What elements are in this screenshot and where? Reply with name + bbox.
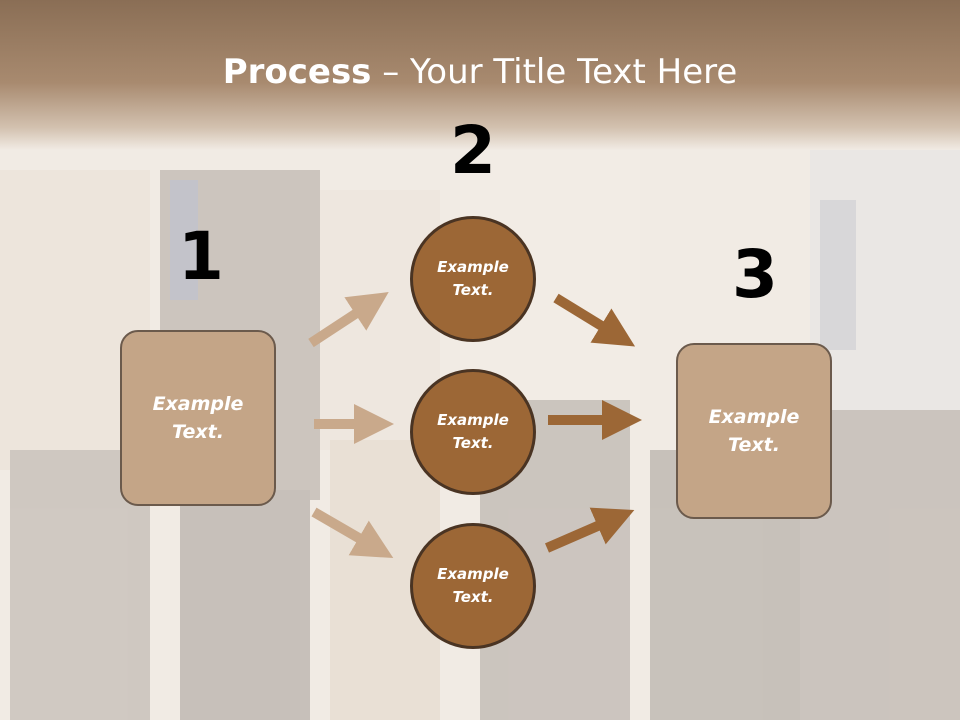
title-rest: – Your Title Text Here xyxy=(371,52,738,92)
circle-3-text-line2: Text. xyxy=(452,588,494,606)
step-3-box-text: Example Text. xyxy=(709,403,800,460)
circle-1[interactable]: Example Text. xyxy=(410,216,536,342)
circle-3-text-line1: Example xyxy=(437,564,509,583)
arrow-circle1-to-box3 xyxy=(553,293,636,347)
step-number-2: 2 xyxy=(450,112,496,189)
step-number-3: 3 xyxy=(732,236,778,313)
page-title: Process – Your Title Text Here xyxy=(0,52,960,92)
step-3-text-line2: Text. xyxy=(728,434,780,456)
step-1-box[interactable]: Example Text. xyxy=(120,330,276,506)
circle-2-text-line2: Text. xyxy=(452,434,494,452)
circle-1-text-line1: Example xyxy=(437,257,509,276)
arrow-box1-to-circle1 xyxy=(308,292,389,348)
step-3-text-line1: Example xyxy=(708,405,800,428)
circle-2[interactable]: Example Text. xyxy=(410,369,536,495)
step-number-1: 1 xyxy=(178,218,224,295)
arrow-box1-to-circle3 xyxy=(311,507,394,559)
circle-1-text: Example Text. xyxy=(437,256,509,303)
title-bold: Process xyxy=(222,52,372,92)
circle-2-text: Example Text. xyxy=(437,409,509,456)
circle-2-text-line1: Example xyxy=(437,410,509,429)
arrow-circle3-to-box3 xyxy=(545,507,635,553)
step-3-box[interactable]: Example Text. xyxy=(676,343,832,519)
circle-3[interactable]: Example Text. xyxy=(410,523,536,649)
step-1-text-line1: Example xyxy=(152,392,244,415)
circle-3-text: Example Text. xyxy=(437,563,509,610)
circle-1-text-line2: Text. xyxy=(452,281,494,299)
step-1-box-text: Example Text. xyxy=(153,390,244,447)
step-1-text-line2: Text. xyxy=(172,421,224,443)
title-band xyxy=(0,0,960,150)
